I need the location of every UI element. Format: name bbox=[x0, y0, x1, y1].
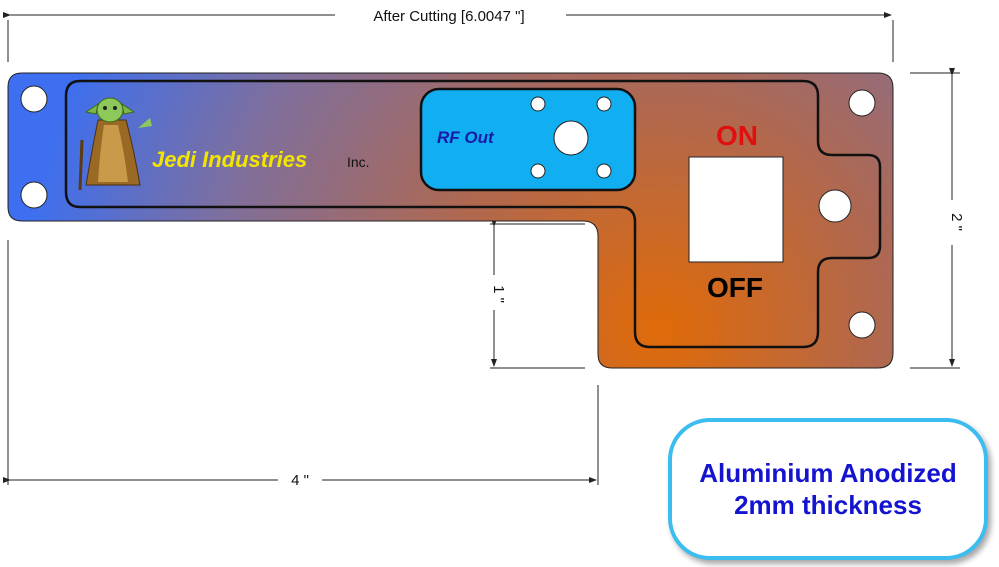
material-note-line2: 2mm thickness bbox=[734, 490, 922, 520]
panel-inner-outline bbox=[64, 79, 882, 349]
switch-off-label: OFF bbox=[707, 272, 763, 303]
brand-name: Jedi Industries bbox=[152, 147, 307, 172]
mount-hole bbox=[818, 189, 852, 223]
rf-screw-hole bbox=[530, 163, 546, 179]
rf-out-label: RF Out bbox=[437, 128, 495, 147]
yoda-mascot-logo bbox=[78, 97, 152, 191]
switch-on-label: ON bbox=[716, 120, 758, 151]
rf-screw-hole bbox=[596, 96, 612, 112]
material-note-line1: Aluminium Anodized bbox=[699, 458, 957, 488]
material-note: Aluminium Anodized 2mm thickness bbox=[668, 418, 988, 560]
mount-hole bbox=[20, 85, 48, 113]
after-cutting-label: After Cutting [6.0047 "] bbox=[373, 8, 524, 25]
rf-out-plate bbox=[419, 87, 637, 192]
mount-hole bbox=[848, 311, 876, 339]
dimension-width-bottom bbox=[3, 240, 599, 485]
mount-hole bbox=[20, 181, 48, 209]
mounting-holes bbox=[20, 85, 876, 339]
switch-cutout bbox=[688, 156, 784, 263]
dimension-after-cutting bbox=[3, 12, 894, 62]
mount-hole bbox=[848, 89, 876, 117]
rf-screw-hole bbox=[596, 163, 612, 179]
height-notch-label: 1 " bbox=[490, 285, 507, 303]
rf-connector-holes bbox=[530, 96, 612, 179]
panel-body bbox=[7, 72, 894, 369]
width-bottom-label: 4 " bbox=[291, 472, 309, 489]
dimension-height-notch bbox=[490, 219, 585, 369]
rf-connector-center-hole bbox=[553, 120, 589, 156]
rf-screw-hole bbox=[530, 96, 546, 112]
brand-suffix: Inc. bbox=[347, 154, 370, 170]
height-right-label: 2 " bbox=[948, 213, 965, 231]
dimension-height-right bbox=[910, 68, 960, 369]
